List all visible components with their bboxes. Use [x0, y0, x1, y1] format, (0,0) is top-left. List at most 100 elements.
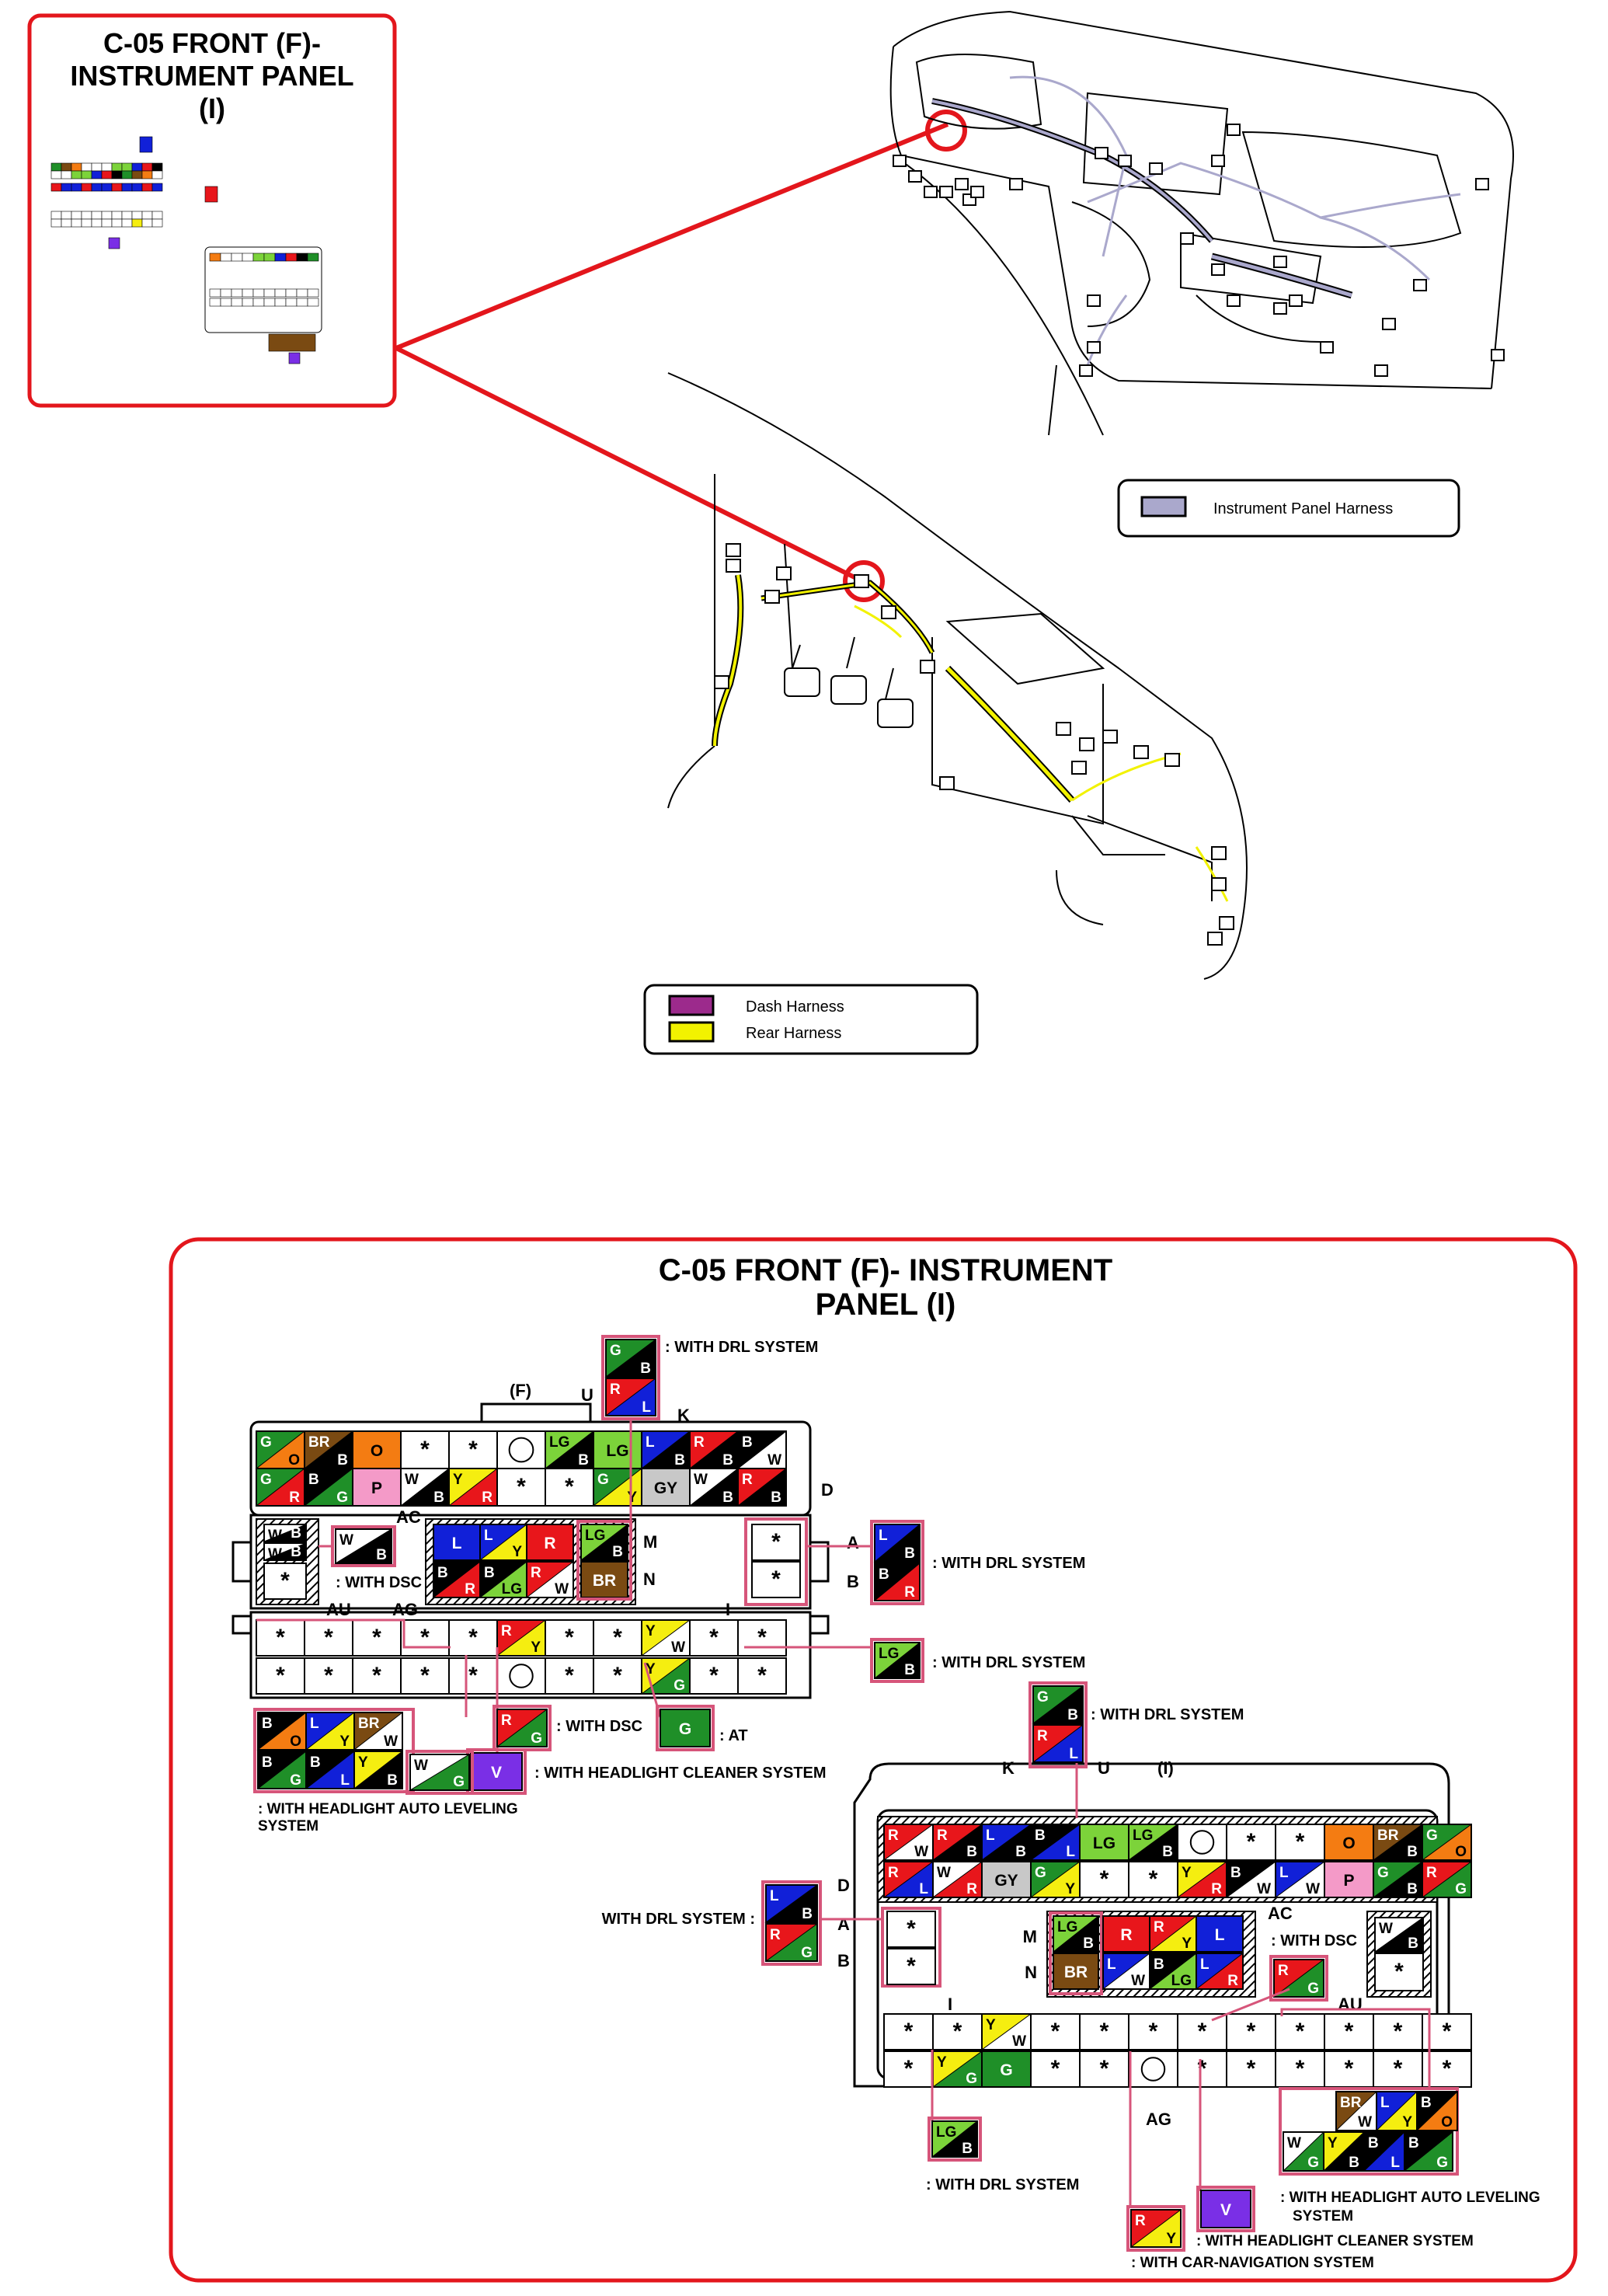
terminal: BW	[1225, 1861, 1276, 1898]
thumb-terminal	[71, 170, 82, 179]
terminal-color-code: R	[888, 1827, 899, 1844]
terminal: V	[1200, 2190, 1251, 2228]
terminal-box	[883, 2013, 934, 2050]
terminal-star: *	[1394, 2056, 1403, 2082]
thumb-terminal	[296, 253, 308, 262]
terminal-color-code: L	[1107, 1956, 1116, 1973]
terminal-color-code: G	[597, 1472, 609, 1488]
terminal: BL	[1363, 2131, 1405, 2172]
thumb-terminal	[252, 298, 265, 307]
thumb-terminal	[141, 211, 153, 220]
thumb-option	[108, 237, 120, 249]
thumb-terminal	[131, 218, 143, 228]
terminal: BR	[873, 1562, 921, 1601]
terminal: GO	[255, 1430, 305, 1469]
thumb-terminal	[81, 162, 92, 172]
note-hals-i-line2: SYSTEM	[1293, 2208, 1353, 2225]
terminal-star: *	[709, 1663, 719, 1688]
terminal-box	[1030, 2050, 1081, 2088]
terminal-star: *	[953, 2019, 962, 2044]
terminal: GY	[1029, 1861, 1081, 1898]
terminal: *	[545, 1468, 594, 1507]
terminal-star: *	[1296, 2056, 1305, 2082]
terminal: *	[1079, 1861, 1129, 1898]
terminal-color-code: LG	[1093, 1834, 1116, 1852]
terminal-color-code: L	[1380, 2095, 1390, 2111]
terminal-color-code: B	[742, 1434, 753, 1451]
terminal-color-code: B	[879, 1566, 889, 1583]
terminal-color-code: L	[1200, 1956, 1209, 1973]
terminal-color-code: B	[308, 1472, 319, 1488]
terminal-color-code: W	[694, 1472, 708, 1488]
thumb-terminal	[131, 162, 143, 172]
terminal: *	[1177, 2050, 1227, 2088]
harness-connector	[1056, 722, 1071, 736]
thumbnail-title-line1: C-05 FRONT (F)-	[103, 27, 321, 59]
terminal-color-code: O	[371, 1442, 383, 1460]
harness-connector	[920, 660, 935, 674]
thumb-terminal	[209, 288, 221, 298]
terminal-box	[352, 1619, 402, 1657]
note-dsc-bottom: : WITH DSC	[556, 1718, 642, 1735]
terminal-color-code: R	[531, 1565, 541, 1581]
cavity-label-m: M	[1023, 1927, 1037, 1946]
terminal-box	[641, 1468, 691, 1507]
terminal: G	[660, 1709, 711, 1747]
terminal: WB	[688, 1467, 739, 1507]
terminal-star: *	[1394, 1959, 1404, 1984]
terminal-box	[1226, 1824, 1276, 1861]
terminal: LGB	[544, 1430, 594, 1469]
terminal-star: *	[1247, 2019, 1256, 2044]
terminal-box	[352, 1430, 402, 1469]
terminal: *	[1030, 2050, 1081, 2088]
terminal-color-code: B	[310, 1754, 321, 1771]
terminal-circle	[1189, 1830, 1215, 1855]
terminal-color-code: B	[262, 1716, 273, 1732]
terminal-box	[593, 1430, 642, 1469]
terminal-stripe-code: Y	[339, 1733, 350, 1750]
terminal-stripe-code: R	[966, 1881, 977, 1897]
harness-connector	[1079, 364, 1093, 377]
terminal: *	[1373, 2050, 1423, 2088]
terminal-star: *	[276, 1625, 285, 1650]
terminal: R	[1102, 1915, 1150, 1953]
terminal-star: *	[771, 1566, 781, 1592]
harness-connector	[1009, 178, 1023, 190]
terminal: *	[751, 1561, 801, 1598]
terminal-box	[526, 1524, 574, 1561]
note-with-dsc: : WITH DSC	[336, 1574, 422, 1591]
terminal: GY	[641, 1468, 691, 1507]
terminal-color-code: B	[484, 1565, 495, 1581]
terminal-color-code: L	[646, 1434, 655, 1451]
terminal-star: *	[757, 1625, 767, 1650]
terminal-box	[352, 1657, 402, 1695]
terminal-color-code: G	[1000, 2061, 1012, 2079]
terminal-stripe-code: B	[962, 2141, 973, 2157]
terminal-color-code: B	[262, 1754, 273, 1771]
thumb-terminal	[101, 183, 113, 192]
terminal: *	[593, 1619, 642, 1657]
terminal-stripe-code: W	[384, 1733, 398, 1750]
terminal: RW	[525, 1560, 574, 1598]
thumb-terminal	[209, 298, 221, 307]
terminal-star: *	[468, 1437, 478, 1462]
terminal-stripe-code: O	[1455, 1844, 1467, 1860]
terminal-color-code: G	[1377, 1865, 1389, 1881]
thumb-terminal	[50, 211, 62, 220]
instrument-panel-harness-route	[931, 75, 1461, 366]
terminal: *	[593, 1657, 642, 1695]
terminal-color-code: L	[452, 1535, 462, 1552]
terminal: GO	[1421, 1824, 1472, 1861]
harness-connector	[726, 559, 741, 573]
terminal: *	[545, 1657, 594, 1695]
terminal-star: *	[565, 1663, 574, 1688]
terminal-box	[470, 1752, 523, 1791]
terminal-box	[1275, 1824, 1325, 1861]
terminal-box	[400, 1430, 450, 1469]
terminal-stripe-code: B	[771, 1489, 781, 1506]
option-box-at	[656, 1705, 715, 1751]
terminal-stripe-code: W	[914, 1844, 928, 1860]
terminal-color-code: LG	[585, 1528, 605, 1544]
thumb-terminal	[296, 288, 308, 298]
terminal-box	[448, 1657, 498, 1695]
